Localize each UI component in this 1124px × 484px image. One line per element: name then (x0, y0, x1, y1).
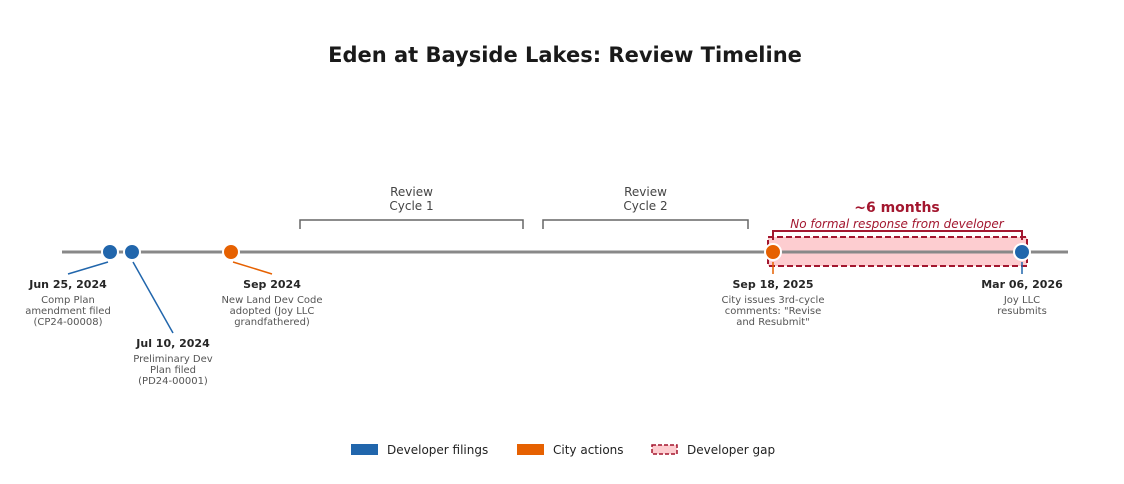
figure-title: Eden at Bayside Lakes: Review Timeline (328, 43, 802, 67)
event-resubmit-date: Mar 06, 2026 (981, 278, 1063, 291)
review-cycle-2-label: Review (624, 185, 667, 199)
legend-label-developer: Developer filings (387, 443, 488, 457)
event-resubmit-description: resubmits (997, 306, 1047, 317)
review-cycle-2-label: Cycle 2 (623, 199, 667, 213)
event-prelim-dev-plan-description: (PD24-00001) (138, 376, 208, 387)
event-third-cycle-comments-date: Sep 18, 2025 (732, 278, 813, 291)
review-cycle-1-label: Cycle 1 (389, 199, 433, 213)
legend-swatch-developer (351, 444, 378, 455)
event-third-cycle-comments-marker (764, 243, 782, 261)
event-third-cycle-comments-description: and Resubmit" (736, 317, 810, 328)
event-prelim-dev-plan-leader (132, 261, 174, 334)
event-cp-amendment-date: Jun 25, 2024 (28, 278, 107, 291)
legend-swatch-gap (651, 444, 678, 455)
event-prelim-dev-plan-description: Preliminary Dev (133, 354, 213, 365)
event-cp-amendment-marker (101, 243, 119, 261)
gap-duration-label: ~6 months (854, 200, 940, 216)
review-cycle-1-label: Review (390, 185, 433, 199)
event-land-dev-code-description: adopted (Joy LLC (230, 306, 315, 317)
legend-label-gap: Developer gap (687, 443, 775, 457)
event-land-dev-code-description: grandfathered) (234, 317, 310, 328)
event-third-cycle-comments-description: comments: "Revise (725, 306, 822, 317)
event-cp-amendment-leader (67, 261, 109, 275)
event-prelim-dev-plan-description: Plan filed (150, 365, 196, 376)
gap-bracket (772, 230, 1023, 240)
event-cp-amendment-description: Comp Plan (41, 295, 95, 306)
event-prelim-dev-plan-date: Jul 10, 2024 (135, 337, 210, 350)
review-cycle-1-bracket (299, 219, 524, 229)
legend-swatch-city (517, 444, 544, 455)
event-prelim-dev-plan-marker (123, 243, 141, 261)
review-cycle-2-bracket (542, 219, 749, 229)
gap-description: No formal response from developer (790, 217, 1005, 231)
event-land-dev-code-leader (232, 261, 273, 275)
event-resubmit-marker (1013, 243, 1031, 261)
legend-label-city: City actions (553, 443, 624, 457)
event-cp-amendment-description: amendment filed (25, 306, 111, 317)
event-land-dev-code-marker (222, 243, 240, 261)
event-cp-amendment-description: (CP24-00008) (34, 317, 103, 328)
event-land-dev-code-description: New Land Dev Code (221, 295, 322, 306)
event-land-dev-code-date: Sep 2024 (243, 278, 301, 291)
event-third-cycle-comments-description: City issues 3rd-cycle (722, 295, 825, 306)
event-resubmit-description: Joy LLC (1003, 295, 1040, 306)
